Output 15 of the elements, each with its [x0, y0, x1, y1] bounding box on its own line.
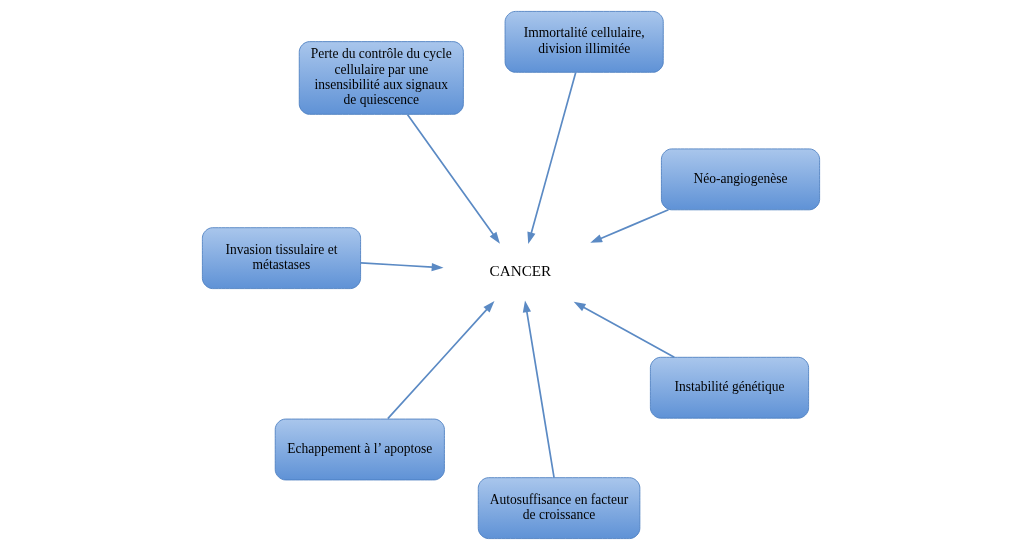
- arrow: [573, 301, 676, 359]
- arrow: [359, 262, 444, 272]
- node-box: Perte du contrôle du cycle cellulaire par une insensibilité aux signaux de quiescence: [298, 41, 464, 115]
- node-box: Invasion tissulaire et métastases: [201, 227, 361, 290]
- node-box: Instabilité génétique: [649, 356, 810, 419]
- node-box: Immortalité cellulaire, division illimitée: [504, 11, 664, 73]
- arrow: [527, 71, 577, 245]
- node-box: Echappement à l’ apoptose: [274, 418, 445, 481]
- node-box: Néo-angiogenèse: [661, 148, 821, 211]
- arrow: [406, 113, 500, 244]
- arrow: [522, 300, 555, 479]
- arrow: [386, 301, 495, 420]
- arrow: [590, 209, 670, 243]
- node-text: CANCER: [489, 262, 552, 280]
- node-box: Autosuffisance en facteur de croissance: [477, 477, 641, 539]
